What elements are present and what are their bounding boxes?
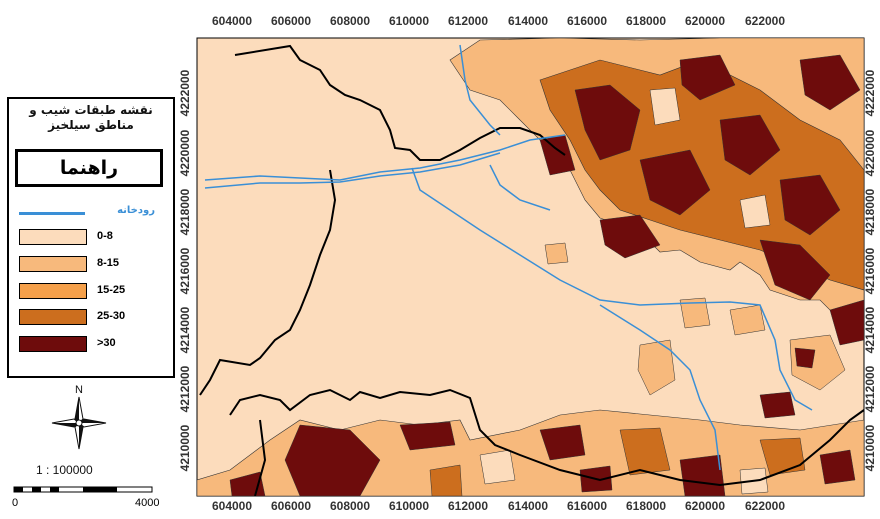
top-tick-label: 616000	[567, 14, 607, 28]
river-lines	[204, 44, 813, 471]
left-tick-label: 4214000	[178, 306, 192, 353]
left-tick-label: 4212000	[178, 365, 192, 412]
right-tick-label: 4216000	[863, 247, 877, 294]
bottom-tick-label: 618000	[626, 499, 666, 513]
right-tick-label: 4218000	[863, 188, 877, 235]
top-tick-label: 604000	[212, 14, 252, 28]
bottom-tick-label: 610000	[389, 499, 429, 513]
class-label: 25-30	[97, 310, 126, 322]
class-label: 15-25	[97, 284, 126, 296]
top-tick-label: 608000	[330, 14, 370, 28]
bottom-tick-label: 614000	[508, 499, 548, 513]
scale-ratio: 1 : 100000	[36, 463, 93, 477]
legend-class-row: 8-15	[17, 254, 167, 274]
top-tick-label: 618000	[626, 14, 666, 28]
left-tick-label: 4216000	[178, 247, 192, 294]
scale-max: 4000	[135, 497, 159, 509]
boundary-lines	[199, 44, 864, 496]
right-tick-labels: 4222000 4220000 4218000 4216000 4214000 42120…	[863, 69, 877, 471]
class-swatch	[19, 283, 87, 299]
scale-bar: 0 4000	[12, 486, 159, 509]
top-tick-label: 622000	[745, 14, 785, 28]
top-tick-label: 620000	[685, 14, 725, 28]
bottom-tick-label: 622000	[745, 499, 785, 513]
scale-min: 0	[12, 497, 18, 509]
left-tick-label: 4210000	[178, 424, 192, 471]
legend-heading-box: راهنما	[15, 149, 163, 187]
top-tick-labels: 604000 606000 608000 610000 612000 614000 6160…	[212, 14, 785, 28]
legend-class-row: 25-30	[17, 307, 167, 327]
bottom-tick-label: 606000	[271, 499, 311, 513]
right-tick-label: 4210000	[863, 424, 877, 471]
legend-class-row: 0-8	[17, 227, 167, 247]
right-tick-label: 4214000	[863, 306, 877, 353]
bottom-tick-labels: 604000 606000 608000 610000 612000 614000 6160…	[212, 499, 785, 513]
bottom-tick-label: 620000	[685, 499, 725, 513]
legend-class-row: 15-25	[17, 281, 167, 301]
top-tick-label: 614000	[508, 14, 548, 28]
river-label: رودخانه	[117, 205, 155, 216]
class-swatch	[19, 229, 87, 245]
slope-polygons	[197, 38, 864, 496]
class-swatch	[19, 309, 87, 325]
bottom-tick-label: 616000	[567, 499, 607, 513]
class-swatch	[19, 336, 87, 352]
right-tick-label: 4222000	[863, 69, 877, 116]
top-tick-label: 606000	[271, 14, 311, 28]
top-tick-label: 612000	[448, 14, 488, 28]
map-legend: نقشه طبقات شیب و مناطق سیلخیز راهنما رود…	[7, 97, 175, 378]
left-tick-label: 4220000	[178, 129, 192, 176]
legend-river-row: رودخانه	[17, 205, 167, 221]
bottom-tick-label: 612000	[448, 499, 488, 513]
legend-class-row: >30	[17, 334, 167, 354]
class-swatch	[19, 256, 87, 272]
bottom-tick-label: 608000	[330, 499, 370, 513]
legend-title: نقشه طبقات شیب و مناطق سیلخیز	[29, 103, 153, 132]
river-swatch	[19, 212, 85, 215]
left-tick-labels: 4222000 4220000 4218000 4216000 4214000 42120…	[178, 69, 192, 471]
left-tick-label: 4222000	[178, 69, 192, 116]
bottom-tick-label: 604000	[212, 499, 252, 513]
north-label: N	[75, 384, 83, 396]
north-arrow-icon: N	[51, 384, 107, 450]
class-label: 8-15	[97, 257, 120, 269]
class-label: >30	[97, 337, 116, 349]
right-tick-label: 4212000	[863, 365, 877, 412]
right-tick-label: 4220000	[863, 129, 877, 176]
class-label: 0-8	[97, 230, 113, 242]
top-tick-label: 610000	[389, 14, 429, 28]
left-tick-label: 4218000	[178, 188, 192, 235]
